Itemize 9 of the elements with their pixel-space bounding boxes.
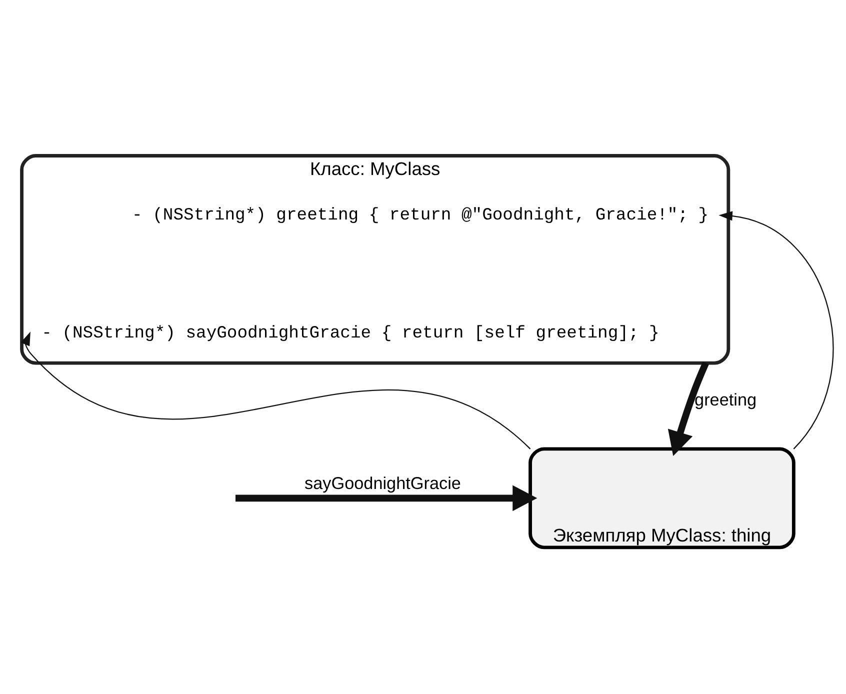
edge-label: greeting bbox=[694, 389, 757, 410]
arrow bbox=[20, 332, 531, 450]
node-box: Экземпляр MyClass: thing bbox=[528, 447, 796, 550]
arrow bbox=[236, 485, 538, 512]
arrow bbox=[718, 211, 834, 450]
node-text: - (NSString*) greeting { return @"Goodnight, Gracie!"; } bbox=[132, 206, 709, 226]
node-text: - (NSString*) sayGoodnightGracie { return [self greeting]; } bbox=[42, 324, 660, 344]
edge-label: sayGoodnightGracie bbox=[304, 473, 461, 494]
arrow bbox=[668, 362, 709, 456]
